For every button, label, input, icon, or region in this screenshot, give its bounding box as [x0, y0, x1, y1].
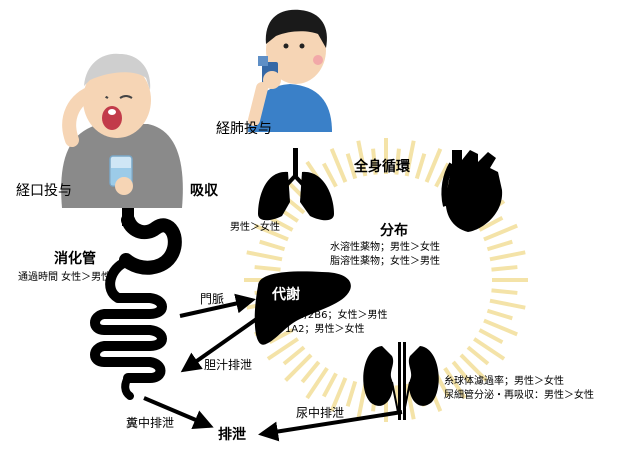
- sunburst-ray: [486, 239, 513, 252]
- sunburst-ray: [459, 353, 488, 382]
- flow-arrows: [143, 293, 403, 442]
- portal-arrow: [179, 293, 256, 318]
- sunburst-ray: [473, 337, 506, 361]
- dist-water-label: 水溶性薬物；男性＞女性: [330, 242, 440, 253]
- sunburst-ray: [491, 288, 518, 295]
- oral-label: 経口投与: [16, 183, 72, 199]
- dist-fat-label: 脂溶性薬物；女性＞男性: [330, 256, 440, 267]
- cyp3a4-label: CYP3A4/2B6；女性＞男性: [266, 310, 388, 321]
- sunburst-ray: [345, 380, 358, 407]
- bile-label: 胆汁排泄: [204, 358, 253, 372]
- sunburst-ray: [404, 140, 416, 177]
- sunburst-ray: [478, 216, 504, 232]
- sunburst-ray: [424, 148, 443, 183]
- sunburst-ray: [451, 360, 472, 384]
- sunburst-ray: [466, 345, 490, 366]
- portal-label: 門脈: [200, 292, 225, 306]
- sunburst-ray: [371, 148, 378, 175]
- urine-arrow: [258, 410, 403, 442]
- sunburst-ray: [356, 383, 368, 420]
- systemic-label: 全身循環: [354, 159, 410, 175]
- sunburst-ray: [329, 377, 348, 412]
- sunburst-ray: [282, 345, 306, 366]
- urine-label: 尿中排泄: [296, 406, 345, 420]
- sunburst-ray: [345, 153, 358, 180]
- feces-label: 糞中排泄: [126, 416, 175, 430]
- metabolism-label: 代謝: [272, 287, 300, 303]
- distribution-label: 分布: [380, 223, 408, 239]
- sunburst-ray: [284, 353, 313, 382]
- kidneys-icon: [363, 342, 439, 420]
- sunburst-ray: [254, 223, 289, 242]
- cyp1a2-label: CYP1A2；男性＞女性: [266, 324, 365, 335]
- sunburst-ray: [254, 265, 281, 272]
- stomach-intestine-icon: [90, 208, 182, 400]
- sunburst-ray: [483, 318, 518, 337]
- kidney-gfr-label: 糸球体濾過率；男性＞女性: [444, 376, 564, 387]
- sunburst-ray: [246, 250, 283, 262]
- gi-transit-label: 通過時間 女性＞男性: [18, 272, 112, 283]
- sunburst-ray: [434, 162, 450, 188]
- sunburst-ray: [266, 337, 299, 361]
- sunburst-ray: [259, 239, 286, 252]
- sunburst-ray: [478, 328, 504, 344]
- sunburst-ray: [491, 265, 518, 272]
- gi-label: 消化管: [54, 251, 96, 267]
- liver-icon: [254, 271, 351, 345]
- sunburst-ray: [305, 367, 329, 400]
- sunburst-ray: [486, 308, 513, 321]
- feces-arrow: [143, 396, 214, 429]
- sunburst-ray: [268, 328, 294, 344]
- absorption-label: 吸収: [190, 183, 218, 199]
- lung-note-label: 男性＞女性: [230, 222, 280, 233]
- lungs-icon: [258, 148, 334, 221]
- sunburst-ray: [483, 223, 518, 242]
- sunburst-ray: [489, 298, 526, 310]
- old-man-taking-pill-icon: [61, 53, 183, 208]
- sunburst-ray: [414, 153, 427, 180]
- sunburst-ray: [300, 360, 321, 384]
- bile-arrow: [180, 316, 260, 373]
- sunburst-ray: [268, 216, 294, 232]
- boy-using-inhaler-icon: [248, 9, 332, 132]
- sunburst-ray: [489, 250, 526, 262]
- sunburst-ray: [322, 162, 338, 188]
- sunburst-ray: [356, 140, 368, 177]
- kidney-tubule-label: 尿細管分泌・再吸収：男性＞女性: [444, 390, 594, 401]
- sunburst-ray: [329, 148, 348, 183]
- excretion-label: 排泄: [218, 427, 246, 443]
- sunburst-ray: [322, 372, 338, 398]
- sunburst-ray: [394, 148, 401, 175]
- heart-icon: [441, 150, 503, 232]
- sunburst-ray: [443, 367, 467, 400]
- inhaled-label: 経肺投与: [216, 121, 272, 137]
